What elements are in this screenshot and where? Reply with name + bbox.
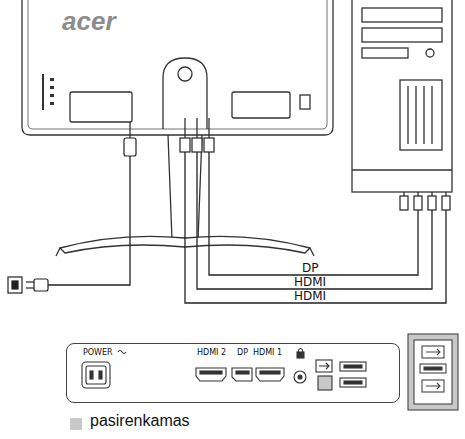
pc-tower [362, 28, 442, 42]
cable-plugs [180, 138, 190, 152]
monitor-rear [22, 0, 333, 135]
optional-usb-box [420, 364, 446, 373]
monitor-buttons [50, 78, 54, 81]
cables [185, 152, 446, 303]
port-icons [236, 371, 249, 374]
pc-tower [352, 0, 452, 192]
port-name: HDMI 1 [253, 348, 282, 357]
port-icons [340, 378, 366, 387]
cables [48, 156, 130, 285]
pc-tower [362, 8, 442, 22]
port-icons [232, 368, 252, 381]
cable-label: HDMI [292, 290, 328, 302]
pc-tower [352, 0, 452, 192]
power-plug [26, 287, 34, 288]
cable-plugs [208, 118, 209, 138]
port-panel: POWER HDMI 2 DP HDMI 1 [66, 343, 400, 403]
cable-plugs [124, 118, 214, 156]
port-name: DP [237, 348, 248, 357]
brand-logo: acer [62, 6, 116, 36]
cable-label: HDMI [292, 276, 328, 288]
port-icons [82, 349, 366, 391]
port-icons [340, 362, 366, 371]
monitor-rear [22, 0, 333, 135]
pc-plugs [400, 192, 450, 210]
cable-plugs [129, 122, 130, 138]
port-icons [294, 371, 306, 383]
cable-plugs [192, 138, 202, 152]
optional-usb-box [408, 334, 458, 410]
legend-text: pasirenkamas [90, 410, 190, 432]
port-name: POWER [83, 348, 113, 357]
cable-label: DP [300, 262, 320, 274]
port-icons [200, 371, 222, 374]
port-icons [86, 366, 106, 384]
power-plug [26, 281, 34, 282]
optional-usb-box [414, 340, 452, 404]
monitor-rear [28, 0, 327, 129]
pc-plugs [442, 196, 450, 210]
pc-plugs [404, 192, 446, 196]
optional-usb-box [422, 346, 444, 358]
monitor-rear [70, 92, 132, 122]
cable-plugs [124, 138, 136, 156]
cable-plugs [184, 118, 185, 138]
monitor-buttons [50, 102, 54, 105]
port-icons [99, 371, 102, 379]
port-icons [344, 365, 362, 368]
pc-tower [408, 86, 432, 144]
port-icons [82, 362, 110, 388]
port-icons [196, 368, 226, 381]
monitor-buttons [50, 86, 54, 89]
port-icons [344, 381, 362, 384]
port-icons [90, 371, 93, 379]
optional-usb-box [408, 334, 458, 410]
power-plug [8, 277, 48, 293]
port-icons [260, 371, 280, 374]
port-name: HDMI 2 [197, 348, 226, 357]
monitor-rear [300, 95, 310, 109]
pc-tower [426, 49, 434, 57]
monitor-rear [178, 67, 192, 81]
legend-swatch [70, 418, 82, 430]
pc-tower [362, 48, 408, 58]
power-plug [12, 281, 18, 289]
cables [48, 152, 446, 303]
pc-plugs [400, 196, 408, 210]
port-icons [297, 352, 304, 358]
cable-plugs [204, 138, 214, 152]
port-icons [299, 349, 303, 353]
pc-tower [352, 169, 452, 170]
cables [197, 152, 432, 289]
optional-usb-box [424, 367, 442, 370]
pc-plugs [414, 196, 422, 210]
power-plug [8, 277, 22, 293]
port-icons [118, 351, 126, 354]
monitor-buttons [42, 74, 44, 110]
port-icons [316, 360, 332, 372]
pc-tower [400, 80, 442, 150]
port-icons [319, 363, 329, 369]
optional-usb-box [426, 349, 440, 355]
optional-usb-box [426, 383, 440, 389]
pc-plugs [428, 196, 436, 210]
power-plug [34, 279, 48, 291]
port-icons [318, 376, 332, 390]
port-icons [298, 375, 302, 379]
monitor-buttons [50, 94, 54, 97]
port-icons [256, 368, 284, 381]
monitor-buttons [42, 74, 54, 110]
monitor-rear [232, 92, 290, 118]
monitor-rear-panel: acer [22, 0, 333, 135]
optional-usb-box [422, 380, 444, 392]
cable-plugs [196, 118, 197, 138]
